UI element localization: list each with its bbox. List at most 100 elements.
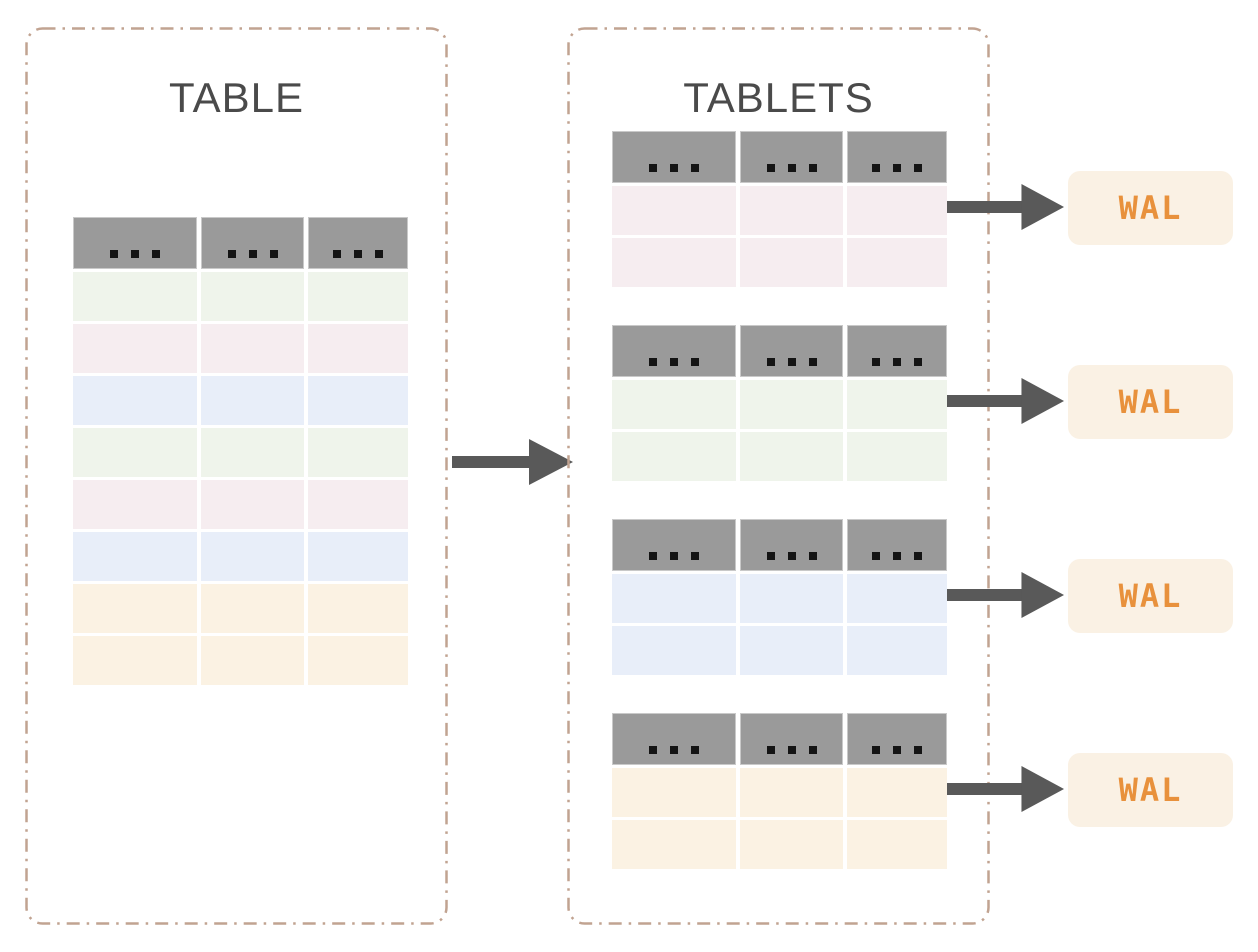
table-cell <box>201 636 304 685</box>
table-cell <box>740 820 843 869</box>
table-header-cell <box>740 131 843 183</box>
table-cell <box>201 272 304 321</box>
wal-box: WAL <box>1068 559 1233 633</box>
ellipsis-icon <box>649 552 699 560</box>
table-header-cell <box>612 325 736 377</box>
table-cell <box>73 428 197 477</box>
wal-arrow-icon <box>947 378 1065 424</box>
table-header-cell <box>847 713 947 765</box>
table-cell <box>847 768 947 817</box>
ellipsis-icon <box>766 552 817 560</box>
table-cell <box>73 532 197 581</box>
ellipsis-icon <box>649 358 699 366</box>
table-cell <box>740 768 843 817</box>
ellipsis-icon <box>649 164 699 172</box>
table-cell <box>201 480 304 529</box>
panel-title-tablets: TABLETS <box>683 74 874 121</box>
table-cell <box>308 272 408 321</box>
table-cell <box>308 324 408 373</box>
table-cell <box>73 376 197 425</box>
table-cell <box>740 186 843 235</box>
table-cell <box>73 480 197 529</box>
tablets-panel: TABLETS <box>567 27 990 925</box>
table-cell <box>308 376 408 425</box>
ellipsis-icon <box>766 164 817 172</box>
table-header-cell <box>612 713 736 765</box>
wal-box: WAL <box>1068 365 1233 439</box>
tablet-table <box>612 713 947 869</box>
table-header-cell <box>308 217 408 269</box>
table-cell <box>612 768 736 817</box>
table-header-cell <box>740 325 843 377</box>
wal-label: WAL <box>1118 189 1183 227</box>
split-arrow-icon <box>452 439 573 485</box>
ellipsis-icon <box>872 746 922 754</box>
table-cell <box>201 532 304 581</box>
table-header-cell <box>612 519 736 571</box>
ellipsis-icon <box>766 358 817 366</box>
tablet-table <box>612 519 947 675</box>
table-header-cell <box>847 325 947 377</box>
table-cell <box>73 272 197 321</box>
tablet-table <box>612 325 947 481</box>
wal-arrow-icon <box>947 572 1065 618</box>
table-panel: TABLE <box>25 27 448 925</box>
table-cell <box>740 432 843 481</box>
table-cell <box>847 238 947 287</box>
table-cell <box>308 636 408 685</box>
table-cell <box>847 432 947 481</box>
wal-box: WAL <box>1068 753 1233 827</box>
table-cell <box>740 238 843 287</box>
dashed-border <box>567 27 990 925</box>
table-cell <box>308 532 408 581</box>
ellipsis-icon <box>649 746 699 754</box>
table-header-cell <box>740 519 843 571</box>
table-cell <box>612 820 736 869</box>
dashed-border <box>25 27 448 925</box>
table-cell <box>308 480 408 529</box>
table-cell <box>612 574 736 623</box>
wal-label: WAL <box>1118 383 1183 421</box>
wal-arrow-icon <box>947 766 1065 812</box>
wal-arrow-icon <box>947 184 1065 230</box>
table-cell <box>847 574 947 623</box>
table-header-cell <box>612 131 736 183</box>
wal-box: WAL <box>1068 171 1233 245</box>
panel-title-table: TABLE <box>169 74 304 121</box>
ellipsis-icon <box>872 552 922 560</box>
ellipsis-icon <box>872 164 922 172</box>
table-cell <box>612 432 736 481</box>
table-cell <box>201 324 304 373</box>
table-header-cell <box>73 217 197 269</box>
table-header-cell <box>740 713 843 765</box>
table-cell <box>73 636 197 685</box>
table-cell <box>73 584 197 633</box>
table-cell <box>847 186 947 235</box>
table-cell <box>847 380 947 429</box>
ellipsis-icon <box>872 358 922 366</box>
table-cell <box>612 626 736 675</box>
ellipsis-icon <box>110 250 160 258</box>
table-cell <box>308 428 408 477</box>
source-table <box>73 217 408 685</box>
ellipsis-icon <box>766 746 817 754</box>
tablet-table <box>612 131 947 287</box>
table-cell <box>847 626 947 675</box>
table-cell <box>201 428 304 477</box>
table-cell <box>740 626 843 675</box>
table-cell <box>847 820 947 869</box>
table-cell <box>201 584 304 633</box>
table-cell <box>308 584 408 633</box>
wal-label: WAL <box>1118 577 1183 615</box>
table-cell <box>73 324 197 373</box>
table-cell <box>612 238 736 287</box>
table-cell <box>740 574 843 623</box>
table-header-cell <box>847 519 947 571</box>
table-cell <box>201 376 304 425</box>
table-cell <box>740 380 843 429</box>
table-cell <box>612 186 736 235</box>
table-header-cell <box>201 217 304 269</box>
table-header-cell <box>847 131 947 183</box>
wal-label: WAL <box>1118 771 1183 809</box>
